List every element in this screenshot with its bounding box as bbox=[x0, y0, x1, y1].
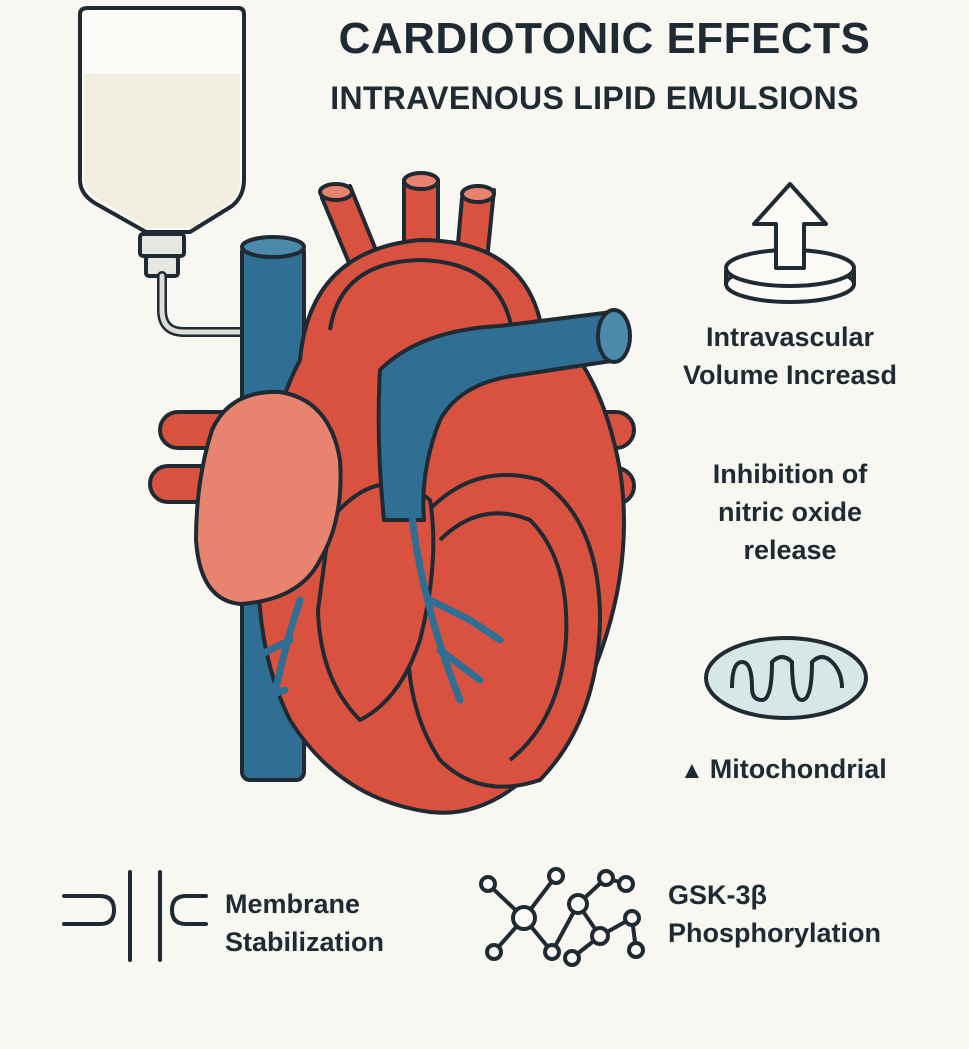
mitochondrion-icon bbox=[704, 636, 868, 720]
molecule-icon bbox=[479, 867, 645, 967]
page-subtitle: INTRAVENOUS LIPID EMULSIONS bbox=[330, 80, 859, 116]
volume-line-2: Volume Increasd bbox=[682, 360, 898, 390]
nitric-oxide-label: Inhibition of nitric oxide release bbox=[660, 455, 920, 569]
volume-increase-label: Intravascular Volume Increasd bbox=[660, 318, 920, 394]
membrane-icon bbox=[62, 870, 208, 962]
nitric-line-3: release bbox=[743, 535, 837, 565]
membrane-line-1: Membrane bbox=[225, 889, 361, 919]
nitric-line-1: Inhibition of bbox=[712, 459, 868, 489]
page-title: CARDIOTONIC EFFECTS bbox=[338, 14, 871, 63]
up-arrow-icon: ▲ bbox=[680, 757, 704, 784]
mitochondrial-text: Mitochondrial bbox=[709, 754, 887, 784]
volume-line-1: Intravascular bbox=[705, 322, 875, 352]
gsk-phosphorylation-label: GSK-3β Phosphorylation bbox=[668, 876, 948, 952]
gsk-line-2: Phosphorylation bbox=[668, 918, 882, 948]
membrane-line-2: Stabilization bbox=[225, 927, 385, 957]
arrow-up-platform-icon bbox=[724, 182, 856, 304]
gsk-line-1: GSK-3β bbox=[668, 880, 767, 910]
mitochondrial-label: ▲Mitochondrial bbox=[680, 750, 940, 790]
membrane-stabilization-label: Membrane Stabilization bbox=[225, 885, 445, 961]
iv-bag-icon bbox=[78, 6, 249, 337]
heart-icon bbox=[148, 171, 636, 815]
nitric-line-2: nitric oxide bbox=[717, 497, 863, 527]
